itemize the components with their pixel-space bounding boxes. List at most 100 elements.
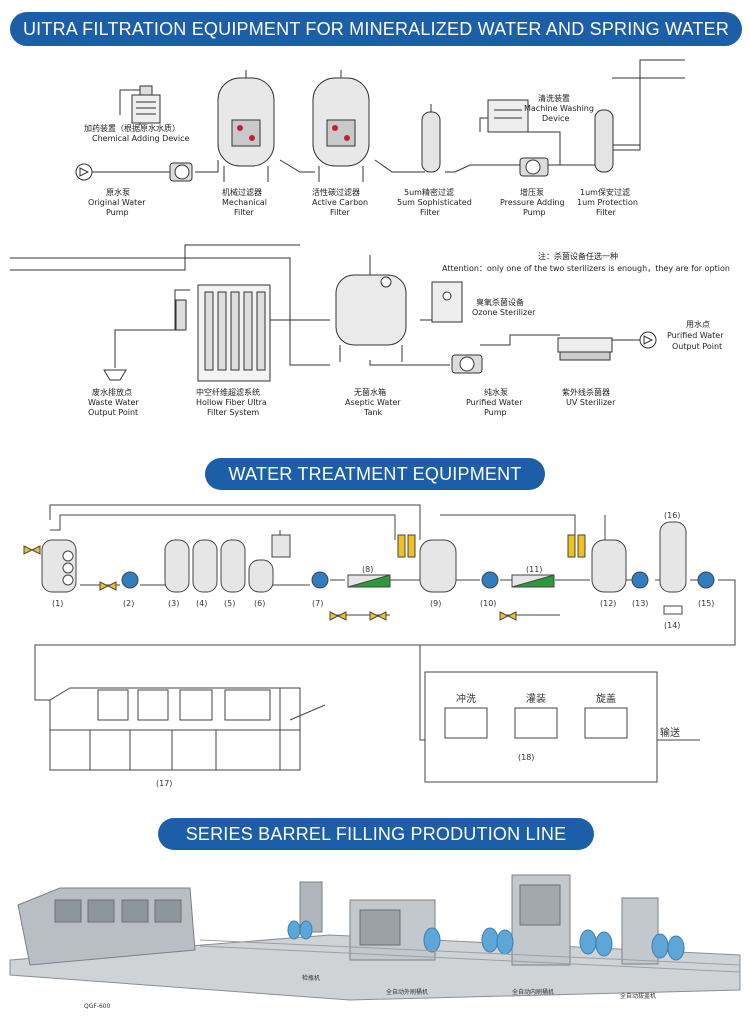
- wt-tanks-3-6: [164, 534, 291, 593]
- press-label-en2: Pump: [523, 208, 546, 217]
- waste-label-en1: Waste Water: [88, 398, 139, 407]
- wt-num-4: (4): [196, 599, 207, 608]
- wash-label-en2: Device: [542, 114, 570, 123]
- wt-pump-15: [697, 571, 715, 589]
- wt-num-17: (17): [156, 779, 172, 788]
- sophisticated-filter: [421, 104, 441, 173]
- use-point-label-cn: 用水点: [686, 320, 710, 329]
- uf-banner: UITRA FILTRATION EQUIPMENT FOR MINERALIZ…: [10, 12, 742, 46]
- one-um-label-en1: 1um Protection: [577, 198, 638, 207]
- waste-label-en2: Output Point: [88, 408, 139, 417]
- wt-tank-1: [23, 539, 77, 593]
- raw-pump-label-en2: Pump: [106, 208, 129, 217]
- wt-num-8: (8): [362, 565, 373, 574]
- wt-num-11: (11): [526, 565, 542, 574]
- raw-water-pump: [75, 162, 193, 182]
- wt-cartridge-filters-a: [397, 534, 416, 558]
- hollow-fiber-uf-system: [175, 284, 271, 382]
- aseptic-water-tank: [335, 274, 407, 362]
- wt-filling-machine-17: [49, 687, 326, 771]
- tank-label-en2: Tank: [364, 408, 383, 417]
- pure-pump-label-cn: 纯水泵: [484, 388, 508, 397]
- press-label-en1: Pressure Adding: [500, 198, 565, 207]
- wt-tank-9: [419, 539, 457, 593]
- photo-caption-5: 全自动拔盖机: [620, 992, 656, 1000]
- raw-pump-label-en1: Original Water: [88, 198, 146, 207]
- purified-output-point: [639, 331, 657, 349]
- pure-pump-label-en1: Purified Water: [466, 398, 523, 407]
- chemical-label-cn: 加药装置（根据原水水质）: [84, 124, 180, 133]
- wt-cartridge-filters-b: [567, 534, 586, 558]
- wt-tank-12: [591, 539, 627, 593]
- photo-caption-2: 检瓶机: [302, 974, 320, 982]
- wt-num-15: (15): [698, 599, 714, 608]
- production-line-photo: [0, 860, 750, 1023]
- wt-num-9: (9): [430, 599, 441, 608]
- use-point-label-en2: Output Point: [672, 342, 723, 351]
- station-fill-label: 灌装: [526, 692, 546, 705]
- chemical-label-en: Chemical Adding Device: [92, 134, 190, 143]
- five-um-label-en1: 5um Sophisticated: [397, 198, 472, 207]
- station-wash-label: 冲洗: [456, 692, 476, 705]
- photo-caption-3: 全自动外刷桶机: [386, 988, 428, 996]
- raw-pump-label-cn: 原水泵: [106, 188, 130, 197]
- press-label-cn: 增压泵: [520, 188, 544, 197]
- carbon-label-en1: Active Carbon: [312, 198, 369, 207]
- wt-num-18: (18): [518, 753, 534, 762]
- mech-label-en2: Filter: [234, 208, 254, 217]
- note-en: Attention：only one of the two sterilizer…: [442, 264, 730, 273]
- five-um-label-en2: Filter: [420, 208, 440, 217]
- tank-label-en1: Aseptic Water: [345, 398, 401, 407]
- wt-pump-7: [311, 571, 329, 589]
- photo-caption-1: QGF-600: [84, 1003, 111, 1010]
- note-cn: 注：杀菌设备任选一种: [538, 252, 618, 261]
- uv-label-cn: 紫外线杀菌器: [562, 388, 610, 397]
- five-um-label-cn: 5um精密过滤: [404, 188, 454, 197]
- wt-num-12: (12): [600, 599, 616, 608]
- wt-membrane-11: [499, 574, 555, 621]
- wt-num-14: (14): [664, 621, 680, 630]
- barrel-line-banner: SERIES BARREL FILLING PRODUTION LINE: [158, 818, 594, 850]
- ozone-label-en: Ozone Sterilizer: [472, 308, 536, 317]
- protection-filter: [594, 109, 614, 173]
- hollow-label-en2: Filter System: [207, 408, 260, 417]
- wt-tank-16: [659, 521, 687, 615]
- photo-caption-4: 全自动内刷桶机: [512, 988, 554, 996]
- wt-num-10: (10): [480, 599, 496, 608]
- wt-num-5: (5): [224, 599, 235, 608]
- wt-pump-10: [481, 571, 499, 589]
- mech-label-cn: 机械过滤器: [222, 188, 262, 197]
- active-carbon-filter-tank: [312, 70, 370, 182]
- ozone-sterilizer: [431, 281, 463, 323]
- wt-station-box-18: [424, 671, 658, 783]
- use-point-label-en1: Purified Water: [667, 331, 724, 340]
- wt-num-1: (1): [52, 599, 63, 608]
- pressure-adding-pump: [519, 157, 549, 177]
- hollow-label-cn: 中空纤维超滤系统: [196, 388, 260, 397]
- wt-num-6: (6): [254, 599, 265, 608]
- wash-label-cn: 清洗装置: [538, 94, 570, 103]
- wt-num-3: (3): [168, 599, 179, 608]
- tank-label-cn: 无菌水箱: [354, 388, 386, 397]
- mech-label-en1: Mechanical: [222, 198, 268, 207]
- pure-pump-label-en2: Pump: [484, 408, 507, 417]
- one-um-label-en2: Filter: [596, 208, 616, 217]
- waste-water-point: [103, 369, 127, 381]
- chemical-adding-device: [131, 85, 161, 124]
- ozone-label-cn: 臭氧杀菌设备: [476, 298, 524, 307]
- wt-num-2: (2): [123, 599, 134, 608]
- purified-water-pump: [451, 354, 483, 374]
- one-um-label-cn: 1um保安过滤: [580, 188, 630, 197]
- wt-pump-13: [631, 571, 649, 589]
- wt-pump-2: [99, 571, 139, 591]
- wt-membrane-8: [329, 574, 391, 621]
- carbon-label-cn: 活性碳过滤器: [312, 188, 360, 197]
- water-treatment-banner: WATER TREATMENT EQUIPMENT: [205, 458, 545, 490]
- carbon-label-en2: Filter: [330, 208, 350, 217]
- uv-sterilizer: [557, 337, 613, 361]
- wt-num-16: (16): [664, 511, 680, 520]
- wt-num-7: (7): [312, 599, 323, 608]
- hollow-label-en1: Hollow Fiber Ultra: [196, 398, 267, 407]
- uv-label-en: UV Sterilizer: [566, 398, 616, 407]
- station-cap-label: 旋盖: [596, 692, 616, 705]
